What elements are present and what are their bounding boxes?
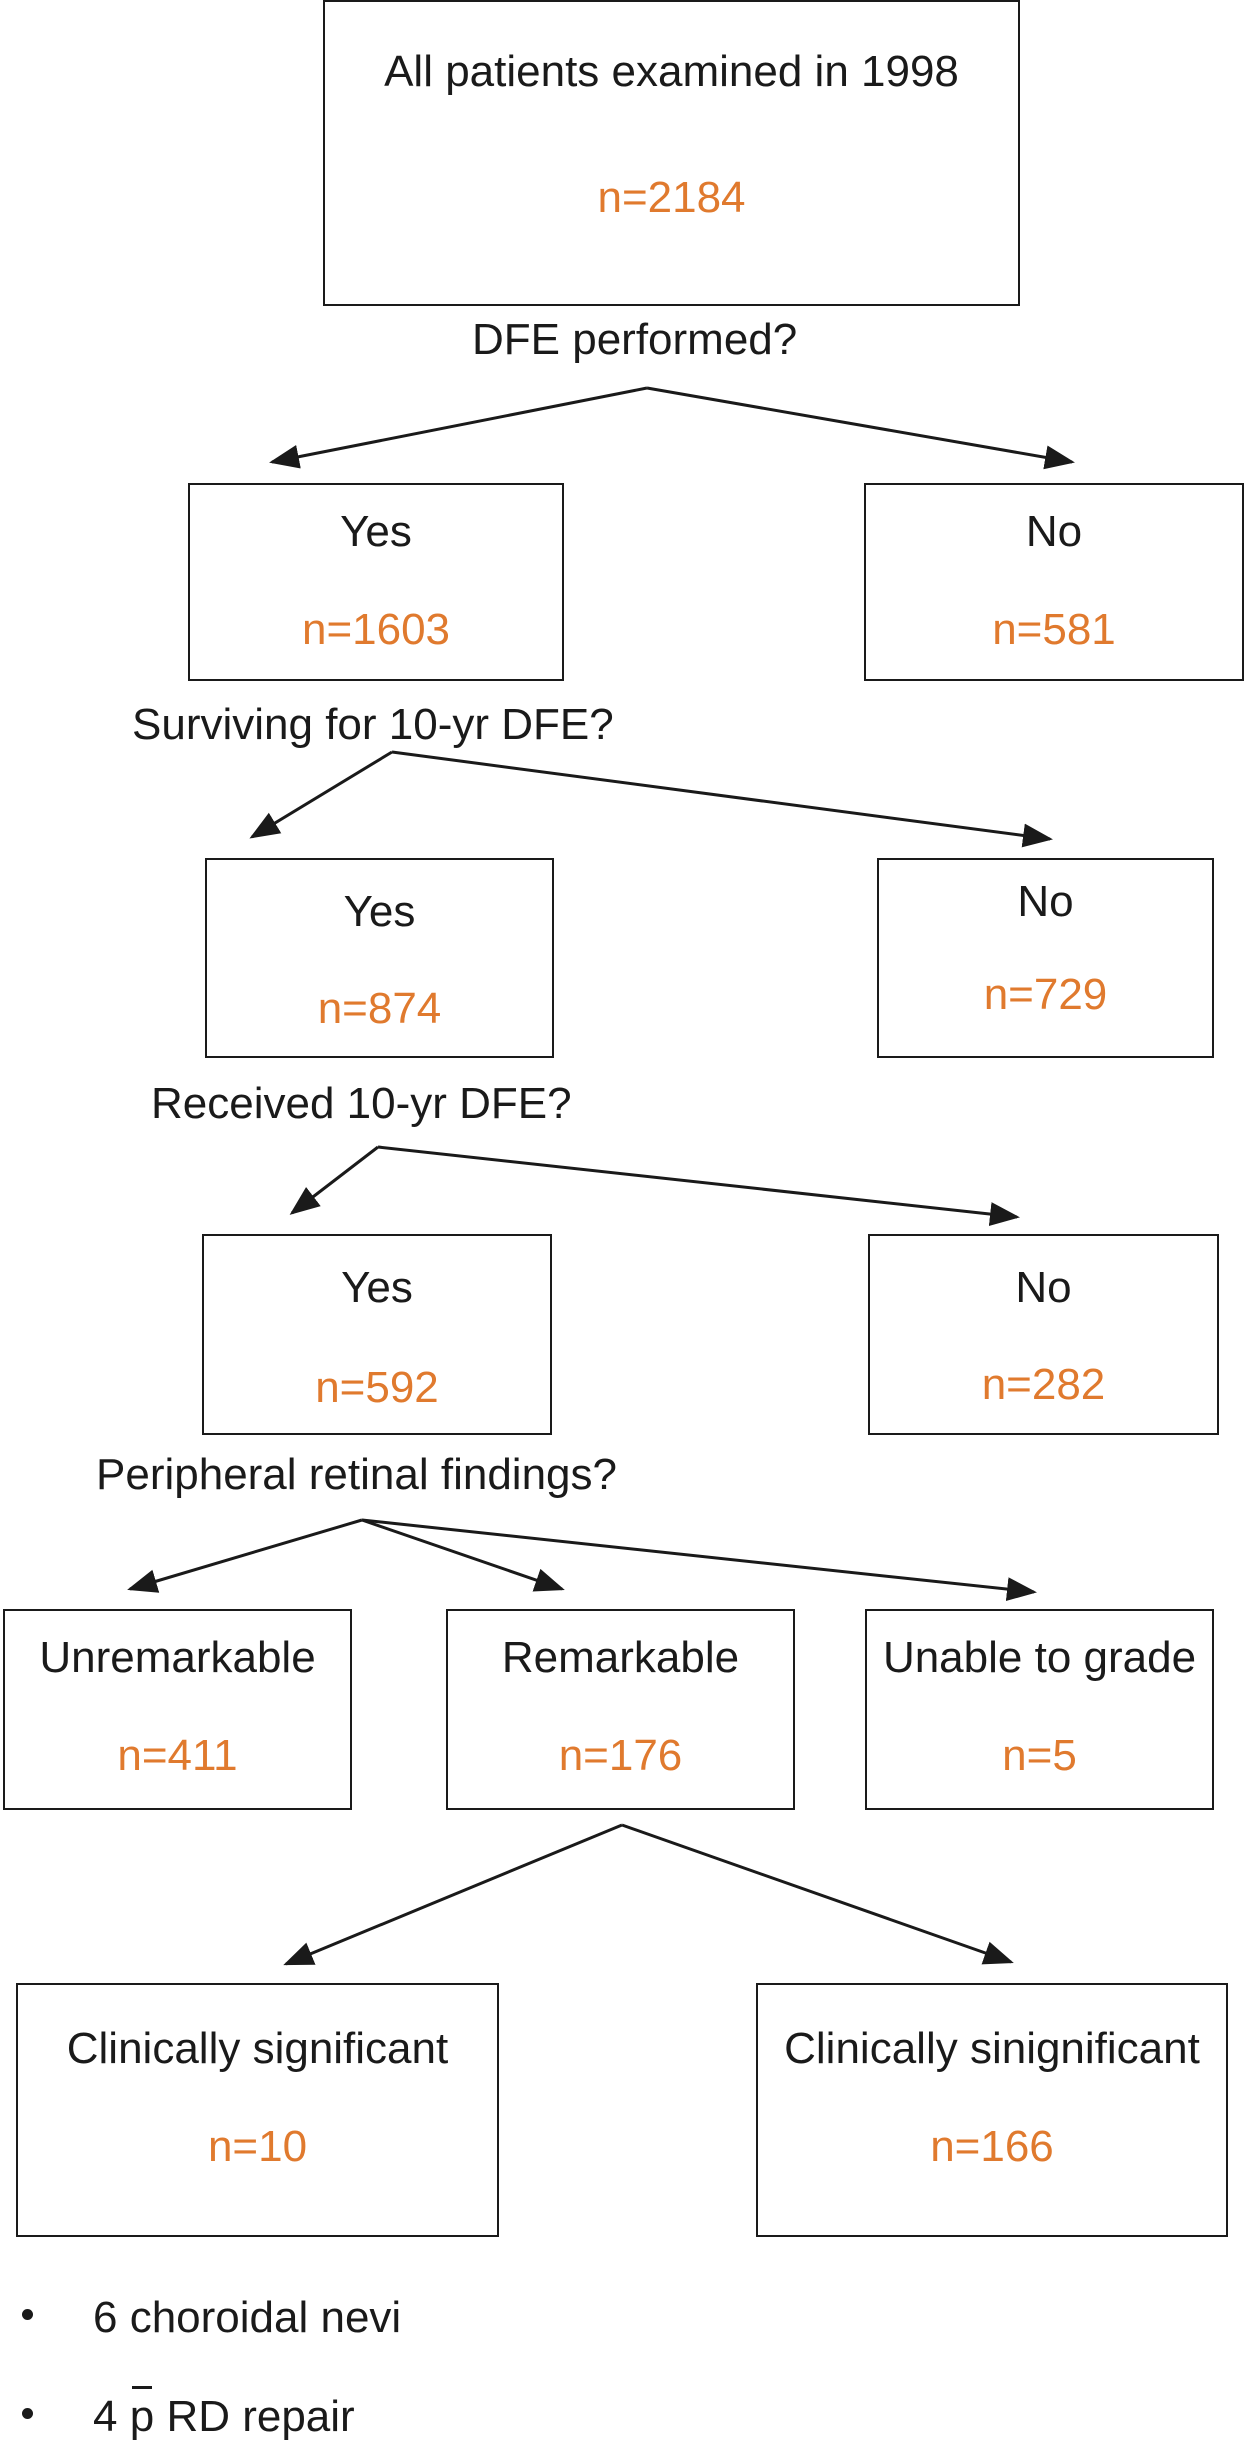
dfe-no-box: No n=581	[864, 483, 1244, 681]
arrow-unremarkable	[127, 1518, 363, 1593]
arrow-remarkable	[361, 1518, 565, 1592]
surviving-no-label: No	[1017, 877, 1074, 926]
arrow-received-no	[377, 1145, 1020, 1226]
clinically-significant-label: Clinically significant	[66, 2024, 449, 2073]
question-peripheral: Peripheral retinal findings?	[96, 1450, 617, 1499]
received-no-box: No n=282	[868, 1234, 1219, 1435]
surviving-yes-count: n=874	[317, 984, 442, 1033]
received-yes-label: Yes	[341, 1263, 413, 1312]
unable-to-grade-box: Unable to grade n=5	[865, 1609, 1214, 1810]
question-dfe-performed: DFE performed?	[472, 315, 798, 364]
surviving-no-box: No n=729	[877, 858, 1214, 1058]
unable-to-grade-label: Unable to grade	[882, 1633, 1197, 1682]
dfe-yes-count: n=1603	[301, 605, 451, 654]
note-choroidal-nevi: 6 choroidal nevi	[93, 2293, 402, 2342]
arrow-dfe-yes	[269, 386, 648, 469]
clinically-insignificant-count: n=166	[930, 2122, 1054, 2171]
root-count: n=2184	[597, 173, 746, 222]
note-with-symbol: p	[129, 2386, 155, 2441]
root-label: All patients examined in 1998	[384, 47, 959, 96]
arrow-unable-to-grade	[361, 1518, 1037, 1602]
surviving-yes-label: Yes	[343, 887, 416, 936]
root-box: All patients examined in 1998 n=2184	[323, 0, 1020, 306]
dfe-yes-label: Yes	[340, 507, 412, 556]
received-no-label: No	[1015, 1263, 1072, 1312]
arrow-clinically-insignificant	[621, 1823, 1014, 1965]
bullet-dot	[22, 2309, 33, 2320]
received-no-count: n=282	[981, 1360, 1106, 1409]
clinically-significant-count: n=10	[207, 2122, 308, 2171]
bullet-dot	[22, 2408, 33, 2419]
unremarkable-label: Unremarkable	[39, 1633, 316, 1682]
clinically-insignificant-box: Clinically sinignificant n=166	[756, 1983, 1228, 2237]
arrow-surviving-yes	[249, 750, 393, 839]
unable-to-grade-count: n=5	[1002, 1731, 1077, 1780]
dfe-yes-box: Yes n=1603	[188, 483, 564, 681]
clinically-insignificant-label: Clinically sinignificant	[784, 2024, 1200, 2073]
question-received: Received 10-yr DFE?	[151, 1079, 572, 1128]
note-rd-text: RD repair	[166, 2392, 355, 2441]
note-rd-count: 4	[93, 2392, 118, 2441]
received-yes-count: n=592	[315, 1363, 439, 1412]
unremarkable-box: Unremarkable n=411	[3, 1609, 352, 1810]
dfe-no-count: n=581	[992, 605, 1116, 654]
arrow-received-yes	[289, 1145, 379, 1215]
question-surviving: Surviving for 10-yr DFE?	[132, 700, 614, 749]
remarkable-box: Remarkable n=176	[446, 1609, 795, 1810]
surviving-yes-box: Yes n=874	[205, 858, 554, 1058]
unremarkable-count: n=411	[117, 1731, 238, 1780]
note-rd-repair: 4 p RD repair	[93, 2386, 355, 2441]
surviving-no-count: n=729	[983, 970, 1108, 1019]
arrow-surviving-no	[391, 750, 1053, 848]
clinically-significant-box: Clinically significant n=10	[16, 1983, 499, 2237]
dfe-no-label: No	[1025, 507, 1083, 556]
arrow-clinically-significant	[283, 1823, 623, 1966]
received-yes-box: Yes n=592	[202, 1234, 552, 1435]
remarkable-count: n=176	[558, 1731, 683, 1780]
remarkable-label: Remarkable	[501, 1633, 740, 1682]
arrow-dfe-no	[646, 386, 1075, 470]
